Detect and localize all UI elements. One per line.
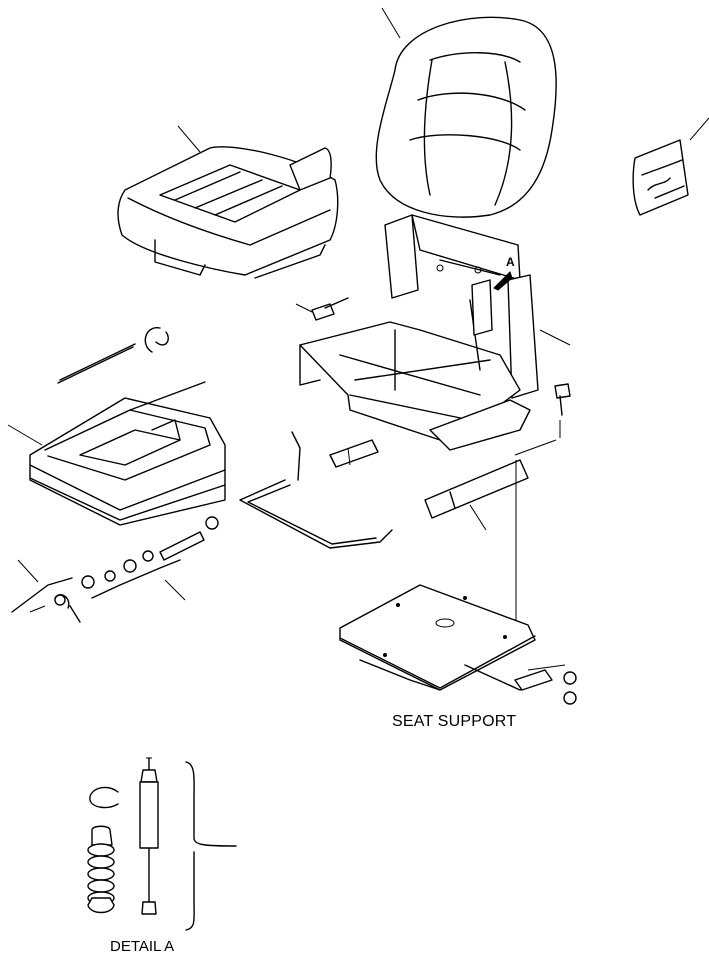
slide-rail-right (424, 459, 529, 625)
detail-a-bellows (87, 825, 115, 914)
seat-support-label: SEAT SUPPORT (392, 713, 517, 730)
seat-frame-suspension (299, 214, 539, 451)
suspension-base-bellows (29, 381, 226, 526)
leader-seat-cushion (177, 125, 201, 153)
seat-back-cushion (375, 16, 557, 218)
adjust-bar (239, 479, 393, 549)
slide-rail-left (291, 431, 379, 481)
leader-seat-back (381, 7, 401, 39)
manual-pouch (632, 139, 689, 216)
detail-a-label: DETAIL A (110, 938, 175, 955)
leader-pouch (689, 117, 709, 141)
seat-support-plate (339, 584, 577, 705)
detail-a-shock-absorber (139, 757, 159, 915)
leader-base (7, 424, 43, 446)
callout-a-arrow (493, 271, 513, 291)
callout-a-label: A (506, 255, 515, 269)
seat-cushion (117, 146, 339, 279)
bolt-frame (295, 297, 349, 321)
detail-a-brace (185, 761, 237, 931)
rod-and-ring (57, 327, 169, 384)
detail-a-ring (89, 786, 119, 809)
leader-frame (539, 329, 571, 346)
hardware-row (11, 516, 219, 623)
bolt-right (514, 383, 571, 456)
